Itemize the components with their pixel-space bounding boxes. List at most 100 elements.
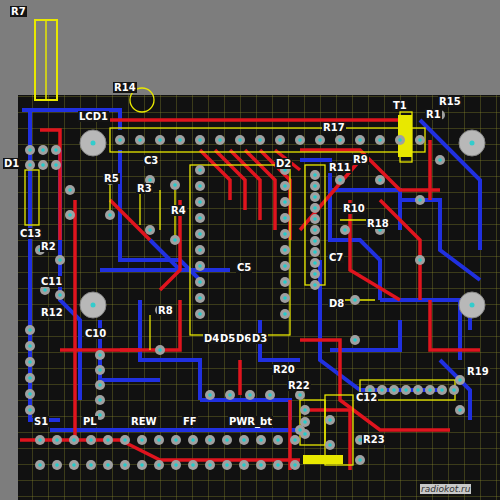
pad <box>25 373 35 383</box>
pad <box>290 435 300 445</box>
drill-hole <box>173 238 177 242</box>
drill-hole <box>293 438 297 442</box>
drill-hole <box>38 438 42 442</box>
pad <box>103 435 113 445</box>
drill-hole <box>158 348 162 352</box>
pad <box>38 160 48 170</box>
pad <box>25 145 35 155</box>
drill-hole <box>338 178 342 182</box>
part-label: C7 <box>328 252 344 263</box>
drill-hole <box>458 378 462 382</box>
pad <box>401 385 411 395</box>
drill-hole <box>283 184 287 188</box>
pad <box>335 135 345 145</box>
silkscreen <box>45 20 47 100</box>
drill-hole <box>58 258 62 262</box>
part-label: R12 <box>40 307 64 318</box>
pad <box>175 135 185 145</box>
pad <box>195 213 205 223</box>
drill-hole <box>123 463 127 467</box>
pad <box>222 435 232 445</box>
pad <box>195 197 205 207</box>
pad <box>195 277 205 287</box>
pad <box>389 385 399 395</box>
pad <box>256 435 266 445</box>
drill-hole <box>353 298 357 302</box>
part-label: R8 <box>157 305 174 316</box>
watermark: radiokot.ru <box>420 484 471 494</box>
drill-hole <box>458 408 462 412</box>
drill-hole <box>198 312 202 316</box>
drill-hole <box>298 393 302 397</box>
drill-hole <box>313 272 317 276</box>
pad <box>215 135 225 145</box>
drill-hole <box>68 213 72 217</box>
part-label: D4 <box>203 333 220 344</box>
pad <box>310 203 320 213</box>
part-label: R11 <box>328 162 352 173</box>
top-traces <box>20 120 480 470</box>
silkscreen <box>25 88 455 465</box>
drill-hole <box>28 360 32 364</box>
drill-hole <box>378 178 382 182</box>
pad <box>188 435 198 445</box>
drill-hole <box>123 438 127 442</box>
connector <box>303 455 343 464</box>
pad <box>310 280 320 290</box>
part-label: R1 <box>425 109 442 120</box>
drill-hole <box>303 420 307 424</box>
drill-hole <box>418 258 422 262</box>
pad <box>195 229 205 239</box>
pad <box>310 214 320 224</box>
drill-hole <box>89 438 93 442</box>
pad <box>395 135 405 145</box>
drill-hole <box>148 228 152 232</box>
drill-hole <box>98 383 102 387</box>
drill-hole <box>98 353 102 357</box>
pad <box>135 135 145 145</box>
bottom-traces <box>22 110 480 430</box>
drill-hole <box>208 463 212 467</box>
pad <box>155 135 165 145</box>
drill-hole <box>228 393 232 397</box>
pad <box>310 181 320 191</box>
pad <box>273 460 283 470</box>
drill-hole <box>28 392 32 396</box>
drill-hole <box>358 458 362 462</box>
pad <box>455 375 465 385</box>
pad <box>449 385 459 395</box>
drill-hole <box>198 232 202 236</box>
part-label: D5 <box>219 333 236 344</box>
drill-hole <box>283 264 287 268</box>
pad <box>95 365 105 375</box>
drill-hole <box>198 264 202 268</box>
pad <box>275 135 285 145</box>
drill-hole <box>440 388 444 392</box>
pad <box>145 225 155 235</box>
pad <box>205 435 215 445</box>
pads <box>25 110 465 470</box>
drill-hole <box>276 438 280 442</box>
drill-hole <box>38 463 42 467</box>
drill-hole <box>68 188 72 192</box>
pad <box>86 435 96 445</box>
pad <box>325 415 335 425</box>
part-label: R19 <box>466 366 490 377</box>
pad <box>315 135 325 145</box>
part-label: R10 <box>342 203 366 214</box>
pad <box>280 277 290 287</box>
pad <box>195 181 205 191</box>
drill-hole <box>72 463 76 467</box>
pad <box>170 235 180 245</box>
pad <box>55 255 65 265</box>
drill-hole <box>238 138 242 142</box>
drill-hole <box>208 438 212 442</box>
pad <box>51 145 61 155</box>
pad <box>290 460 300 470</box>
drill-hole <box>313 250 317 254</box>
drill-hole <box>258 138 262 142</box>
pad <box>280 309 290 319</box>
pad <box>300 405 310 415</box>
pad <box>310 170 320 180</box>
pad <box>310 192 320 202</box>
